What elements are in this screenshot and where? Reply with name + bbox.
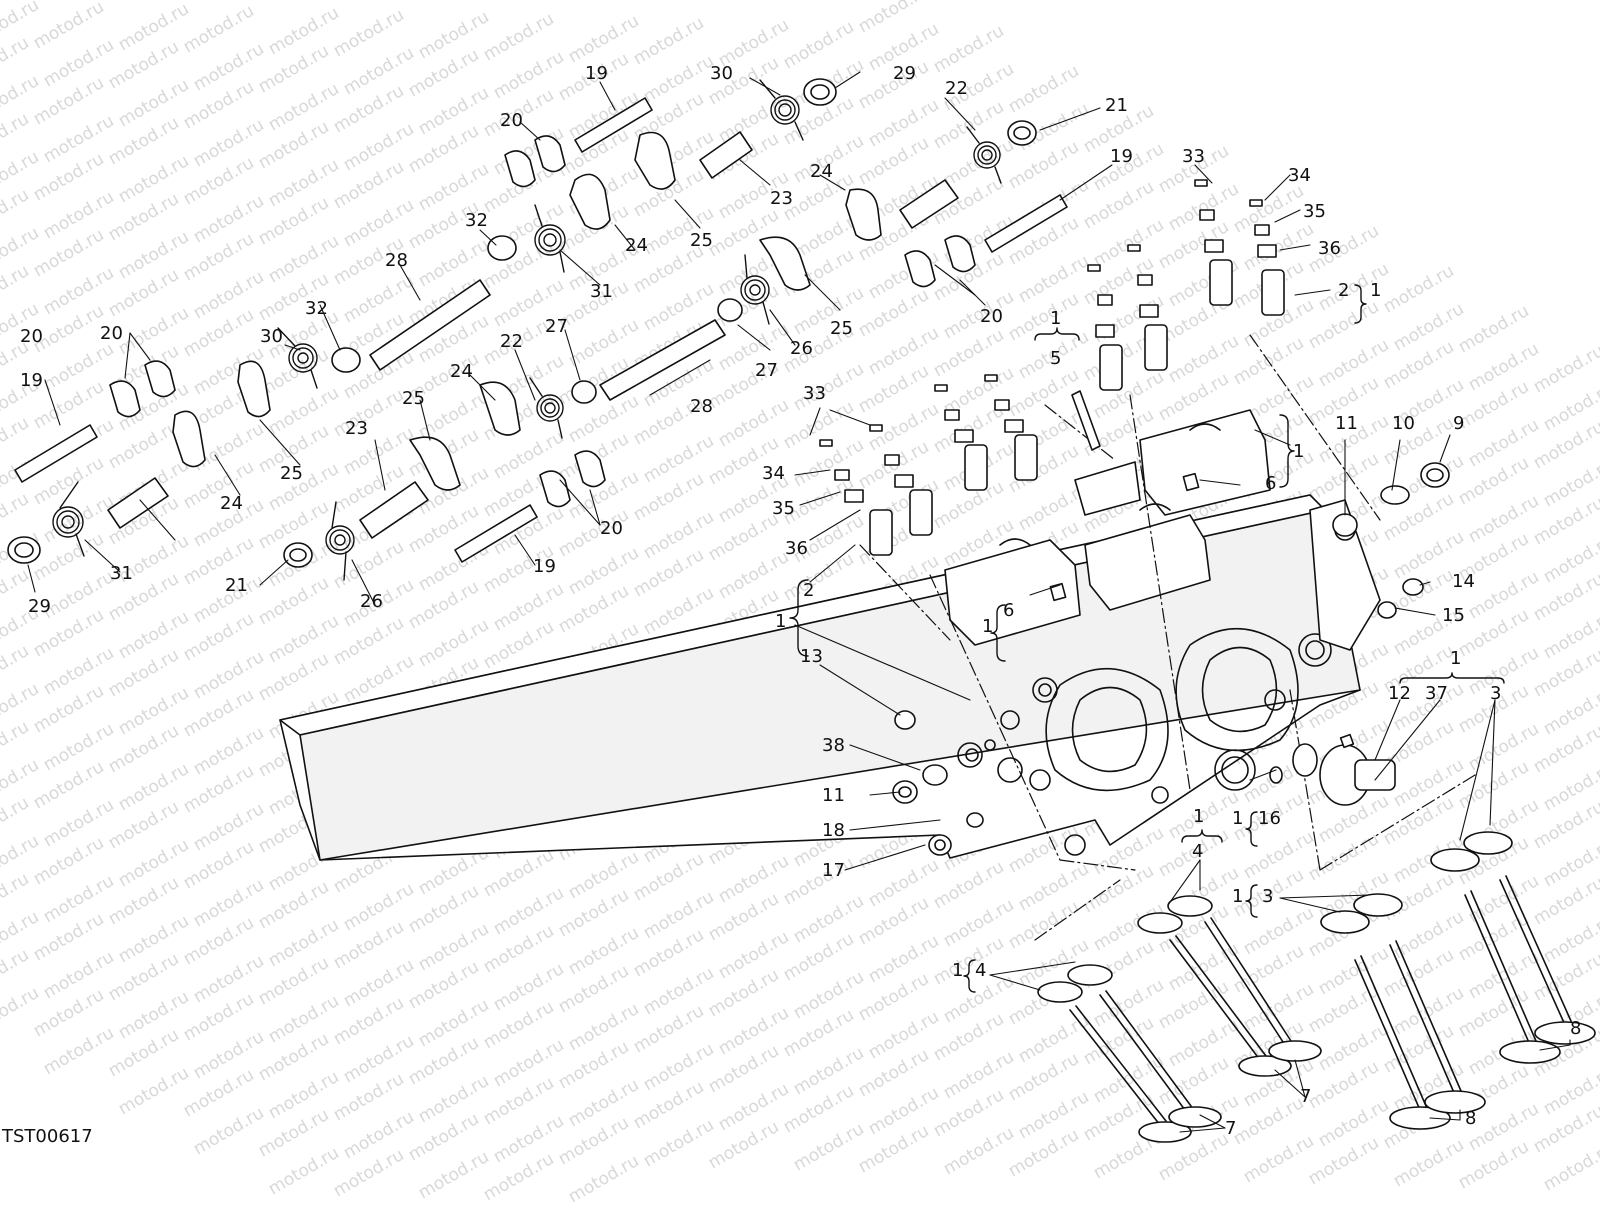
callout-26: 26 <box>790 338 813 359</box>
callout-24: 24 <box>625 235 648 256</box>
callout-28: 28 <box>690 396 713 417</box>
callout-14: 14 <box>1452 571 1475 592</box>
callout-1: 1 <box>1370 280 1382 301</box>
callout-30: 30 <box>710 63 733 84</box>
camshafts <box>14 97 1068 563</box>
callout-31: 31 <box>590 281 613 302</box>
callout-1: 1 <box>1232 886 1244 907</box>
callout-1: 1 <box>1050 308 1062 329</box>
callout-1: 1 <box>1450 648 1462 669</box>
callout-7: 7 <box>1225 1118 1237 1139</box>
callout-29: 29 <box>28 596 51 617</box>
callout-3: 3 <box>1490 683 1502 704</box>
callout-30: 30 <box>260 326 283 347</box>
callout-35: 35 <box>772 498 795 519</box>
callout-35: 35 <box>1303 201 1326 222</box>
callout-11: 11 <box>1335 413 1358 434</box>
callout-31: 31 <box>110 563 133 584</box>
callout-10: 10 <box>1392 413 1415 434</box>
callout-4: 4 <box>1192 841 1204 862</box>
callout-24: 24 <box>810 161 833 182</box>
tappet-stacks <box>819 179 1285 556</box>
callout-34: 34 <box>1288 165 1311 186</box>
callout-19: 19 <box>1110 146 1133 167</box>
callout-13: 13 <box>800 646 823 667</box>
callout-34: 34 <box>762 463 785 484</box>
callout-24: 24 <box>450 361 473 382</box>
rocker-arms <box>109 131 976 508</box>
callout-37: 37 <box>1425 683 1448 704</box>
callout-32: 32 <box>305 298 328 319</box>
callout-1: 1 <box>1193 806 1205 827</box>
callout-23: 23 <box>770 188 793 209</box>
leader-lines <box>27 71 1571 1133</box>
callout-1: 1 <box>775 611 787 632</box>
callout-26: 26 <box>360 591 383 612</box>
callout-12: 12 <box>1388 683 1411 704</box>
callout-17: 17 <box>822 860 845 881</box>
cylinder-head <box>279 409 1381 861</box>
braces <box>789 284 1505 993</box>
callout-20: 20 <box>600 518 623 539</box>
assembly-lines <box>859 334 1476 941</box>
callout-18: 18 <box>822 820 845 841</box>
callout-36: 36 <box>785 538 808 559</box>
callout-2: 2 <box>803 580 815 601</box>
callout-23: 23 <box>345 418 368 439</box>
callout-38: 38 <box>822 735 845 756</box>
callout-9: 9 <box>1453 413 1465 434</box>
valves <box>1037 831 1596 1143</box>
callout-4: 4 <box>975 960 987 981</box>
callout-1: 1 <box>952 960 964 981</box>
callout-21: 21 <box>225 575 248 596</box>
callout-25: 25 <box>280 463 303 484</box>
callout-20: 20 <box>500 110 523 131</box>
callout-21: 21 <box>1105 95 1128 116</box>
callout-1: 1 <box>1232 808 1244 829</box>
small-parts <box>892 390 1424 856</box>
springs <box>52 79 1002 581</box>
callout-2: 2 <box>1338 280 1350 301</box>
callout-8: 8 <box>1465 1108 1477 1129</box>
callout-25: 25 <box>690 230 713 251</box>
callout-32: 32 <box>465 210 488 231</box>
callout-28: 28 <box>385 250 408 271</box>
callout-16: 16 <box>1258 808 1281 829</box>
callout-8: 8 <box>1570 1018 1582 1039</box>
callout-36: 36 <box>1318 238 1341 259</box>
callout-1: 1 <box>982 616 994 637</box>
callout-27: 27 <box>545 316 568 337</box>
callout-25: 25 <box>402 388 425 409</box>
callout-25: 25 <box>830 318 853 339</box>
callout-6: 6 <box>1003 600 1015 621</box>
callout-19: 19 <box>20 370 43 391</box>
callout-22: 22 <box>500 331 523 352</box>
callout-7: 7 <box>1300 1086 1312 1107</box>
callout-24: 24 <box>220 493 243 514</box>
callout-22: 22 <box>945 78 968 99</box>
callout-33: 33 <box>1182 146 1205 167</box>
callout-19: 19 <box>585 63 608 84</box>
callout-11: 11 <box>822 785 845 806</box>
callout-19: 19 <box>533 556 556 577</box>
callout-33: 33 <box>803 383 826 404</box>
callout-20: 20 <box>20 326 43 347</box>
callout-27: 27 <box>755 360 778 381</box>
callout-20: 20 <box>100 323 123 344</box>
callout-3: 3 <box>1262 886 1274 907</box>
callout-20: 20 <box>980 306 1003 327</box>
callout-5: 5 <box>1050 348 1062 369</box>
drawing-code: TST00617 <box>2 1126 93 1147</box>
callout-15: 15 <box>1442 605 1465 626</box>
callout-6: 6 <box>1265 473 1277 494</box>
callout-1: 1 <box>1293 441 1305 462</box>
callout-29: 29 <box>893 63 916 84</box>
